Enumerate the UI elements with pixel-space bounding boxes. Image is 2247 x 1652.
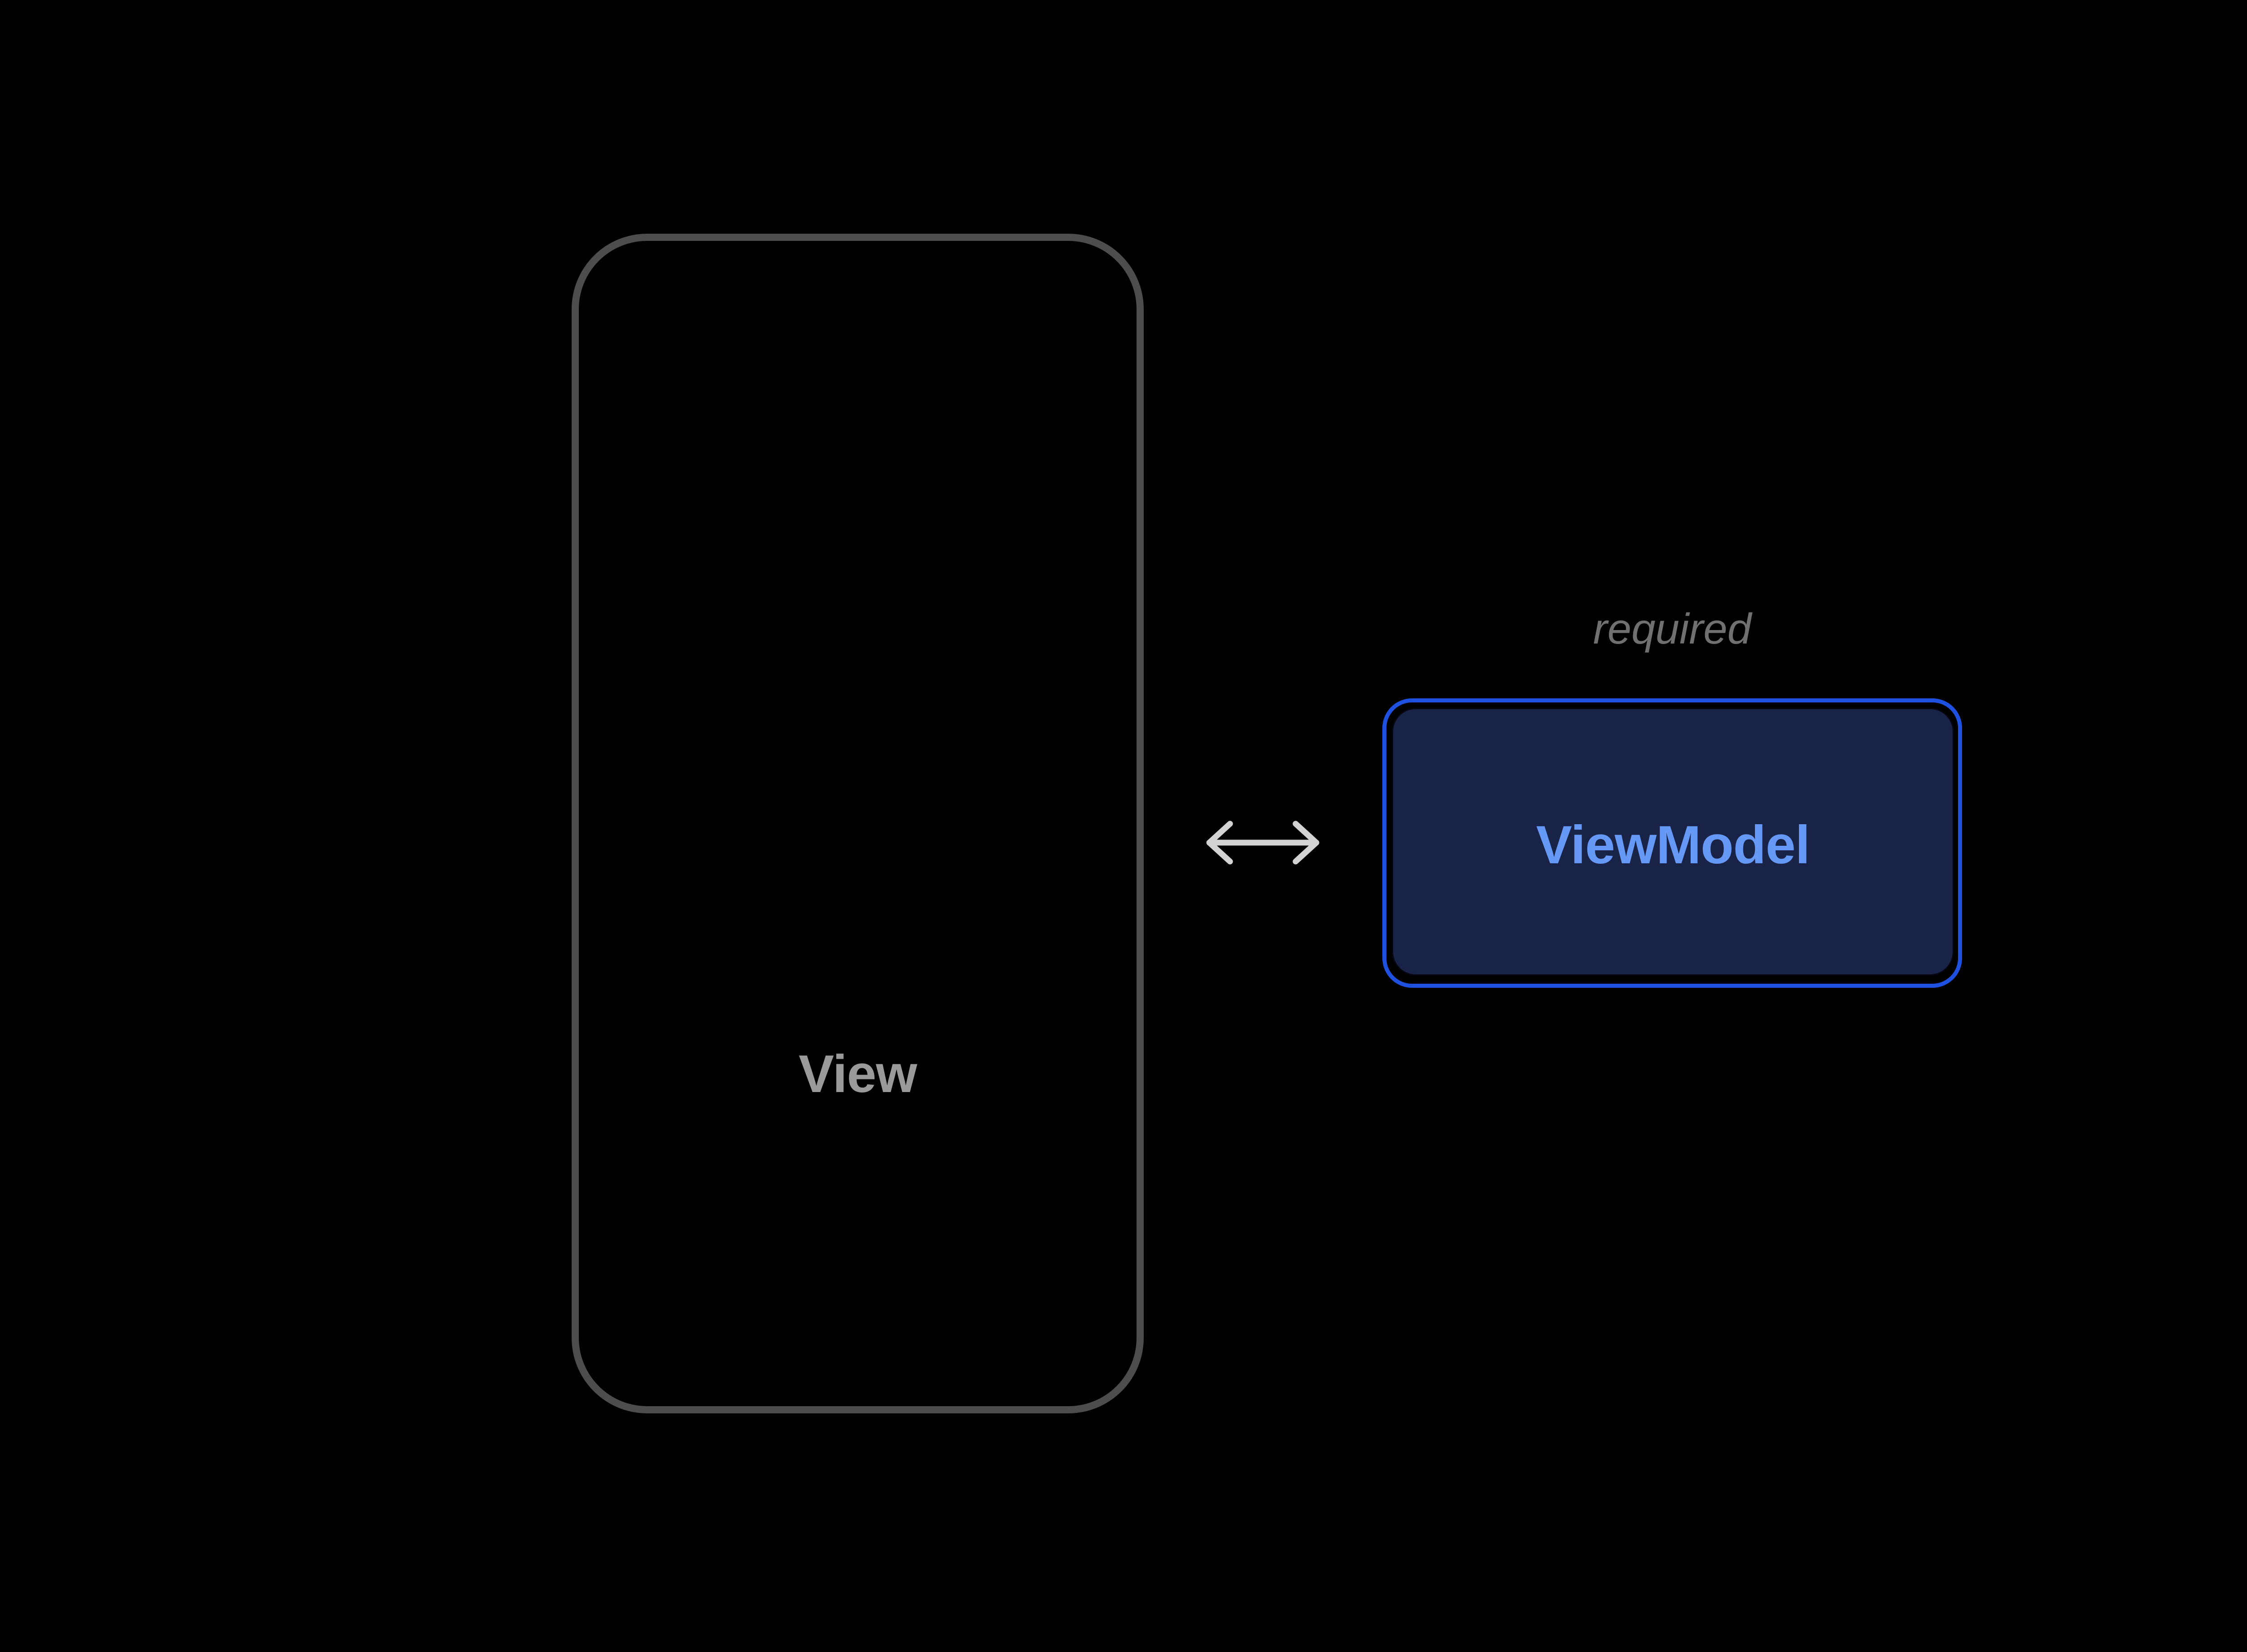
required-caption: required [1593, 605, 1752, 653]
viewmodel-box[interactable] [1393, 709, 1953, 974]
double-headed-arrow-icon [1198, 807, 1328, 879]
view-label: View [799, 1044, 917, 1104]
double-headed-arrow-svg [1206, 821, 1319, 865]
viewmodel-highlight-ring [1382, 698, 1962, 988]
view-phone-frame: View [572, 234, 1144, 1413]
viewmodel-label: ViewModel [1536, 815, 1810, 875]
